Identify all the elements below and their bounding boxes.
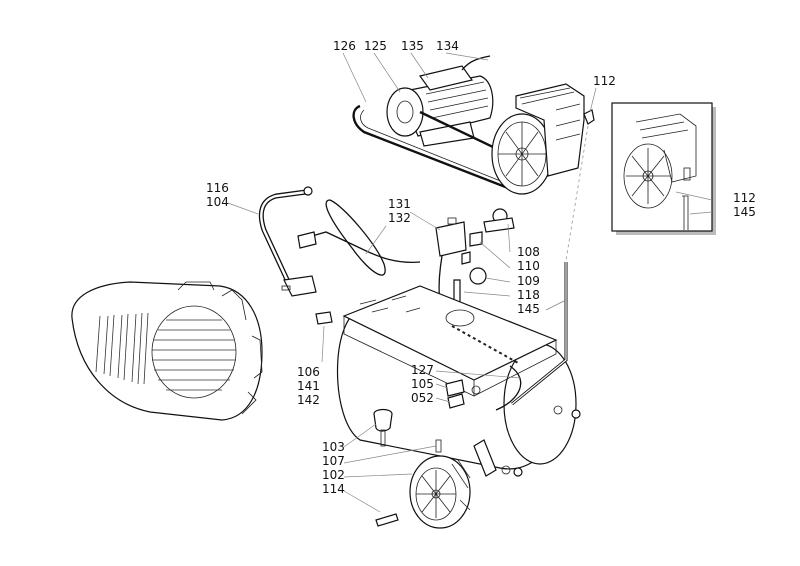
handle xyxy=(258,186,317,297)
label-052: 052 xyxy=(411,391,434,405)
inset-label-145: 145 xyxy=(733,205,756,219)
valve-nut xyxy=(471,385,481,395)
rubber-foot xyxy=(373,408,393,447)
label-131: 131 xyxy=(388,197,411,211)
label-118: 118 xyxy=(517,288,540,302)
label-116: 116 xyxy=(206,181,229,195)
pressure-gauge xyxy=(453,208,515,305)
electric-motor xyxy=(386,55,494,147)
label-109: 109 xyxy=(517,274,540,288)
label-141: 141 xyxy=(297,379,320,393)
inset-label-112: 112 xyxy=(733,191,756,205)
compressor-pump xyxy=(491,83,585,195)
axle-bolt xyxy=(375,513,399,527)
nut xyxy=(513,467,523,477)
label-134: 134 xyxy=(436,39,459,53)
label-112-top: 112 xyxy=(593,74,616,88)
label-102: 102 xyxy=(322,468,345,482)
assembly-line xyxy=(565,125,589,261)
power-cord xyxy=(297,199,421,276)
label-127: 127 xyxy=(411,363,434,377)
wheel-bracket xyxy=(473,439,497,477)
elbow-fitting xyxy=(583,109,595,125)
washer xyxy=(501,465,511,475)
leader-lines xyxy=(227,52,713,513)
drain-valve xyxy=(445,379,465,397)
valve-fitting xyxy=(447,393,465,409)
label-132: 132 xyxy=(388,211,411,225)
inset-detail xyxy=(611,102,716,235)
label-105: 105 xyxy=(411,377,434,391)
label-110: 110 xyxy=(517,259,540,273)
label-108: 108 xyxy=(517,245,540,259)
label-103: 103 xyxy=(322,440,345,454)
label-126: 126 xyxy=(333,39,356,53)
label-106: 106 xyxy=(297,365,320,379)
label-125: 125 xyxy=(364,39,387,53)
wheel xyxy=(409,455,471,529)
label-107: 107 xyxy=(322,454,345,468)
v-belt-inner xyxy=(360,109,509,185)
air-filter xyxy=(315,311,333,325)
label-142: 142 xyxy=(297,393,320,407)
label-114: 114 xyxy=(322,482,345,496)
label-135: 135 xyxy=(401,39,424,53)
belt-guard xyxy=(71,281,263,421)
label-145: 145 xyxy=(517,302,540,316)
label-104: 104 xyxy=(206,195,229,209)
